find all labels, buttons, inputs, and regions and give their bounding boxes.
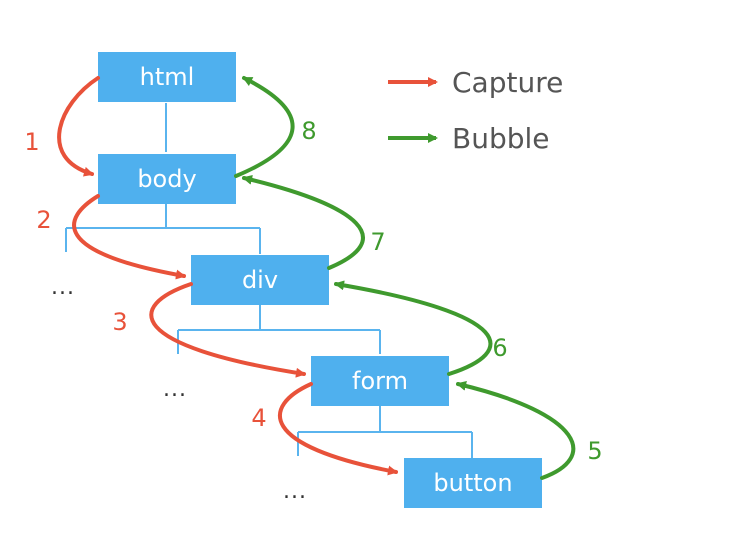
node-form-box	[311, 356, 449, 406]
node-div-label: div	[242, 266, 278, 294]
node-button-box	[404, 458, 542, 508]
node-form: form	[311, 356, 449, 406]
node-html: html	[98, 52, 236, 102]
bubble-arrow-8	[234, 76, 295, 178]
node-button-label: button	[433, 469, 512, 497]
node-html-box	[98, 52, 236, 102]
legend: Capture Bubble	[388, 66, 563, 155]
capture-step-label: 4	[251, 404, 266, 432]
bubble-step-label: 5	[587, 437, 602, 465]
bubble-step-label: 6	[492, 334, 507, 362]
node-html-label: html	[140, 63, 195, 91]
node-body-label: body	[137, 165, 196, 193]
capture-arrow-1	[57, 76, 100, 177]
legend-bubble-label: Bubble	[452, 122, 550, 155]
bubble-step-label: 8	[301, 117, 316, 145]
sibling-ellipsis: ...	[51, 275, 75, 300]
bubble-arrow-5	[456, 380, 576, 480]
sibling-ellipsis: ...	[283, 479, 307, 504]
node-body: body	[98, 154, 236, 204]
bubble-step-label: 7	[370, 228, 385, 256]
tree-connectors	[65, 103, 473, 458]
legend-capture-label: Capture	[452, 66, 563, 99]
node-button: button	[404, 458, 542, 508]
capture-step-label: 1	[24, 128, 39, 156]
node-form-label: form	[352, 367, 408, 395]
node-body-box	[98, 154, 236, 204]
capture-arrow-4	[277, 382, 398, 476]
capture-step-label: 3	[112, 308, 127, 336]
bubble-arrow-7	[242, 174, 365, 270]
node-div: div	[191, 255, 329, 305]
sibling-ellipsis: ...	[163, 377, 187, 402]
capture-step-label: 2	[36, 206, 51, 234]
bubble-arrow-6	[334, 280, 493, 376]
capture-arrow-3	[149, 282, 306, 378]
node-div-box	[191, 255, 329, 305]
capture-arrow-2	[72, 194, 186, 280]
